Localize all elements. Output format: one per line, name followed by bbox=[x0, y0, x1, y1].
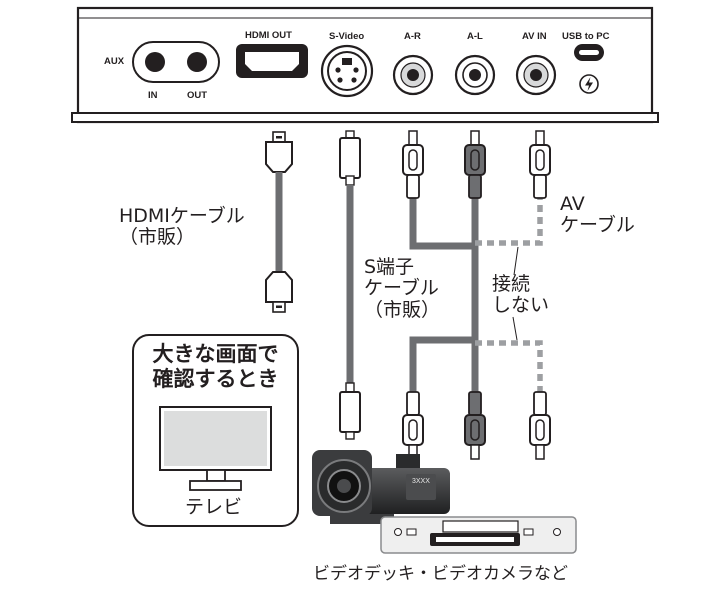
rca-plug-al-top bbox=[464, 130, 486, 199]
svideo-port bbox=[320, 44, 374, 98]
vcr-icon bbox=[380, 516, 577, 554]
video-camera-icon bbox=[312, 450, 450, 524]
rca-plug-avin-bottom bbox=[529, 391, 551, 460]
aux-out-label: OUT bbox=[187, 90, 208, 101]
tv-callout-title: 大きな画面で 確認するとき bbox=[152, 342, 279, 391]
tv-icon bbox=[159, 406, 272, 491]
usb-label: USB to PC bbox=[562, 31, 610, 42]
power-bolt-icon bbox=[579, 74, 599, 94]
svideo-cable bbox=[339, 130, 361, 440]
hdmi-cable-label: HDMIケーブル （市販） bbox=[119, 205, 245, 249]
sources-label: ビデオデッキ・ビデオカメラなど bbox=[313, 564, 568, 584]
av-cable bbox=[409, 198, 543, 392]
aux-port bbox=[132, 41, 220, 83]
tv-label: テレビ bbox=[185, 496, 243, 518]
rca-plug-al-bottom bbox=[464, 391, 486, 460]
rca-plug-avin-top bbox=[529, 130, 551, 199]
no-connect-label: 接続 しない bbox=[492, 273, 550, 317]
al-port bbox=[454, 54, 496, 96]
hdmi-out-label: HDMI OUT bbox=[245, 30, 292, 41]
rca-plug-ar-bottom bbox=[402, 391, 424, 460]
s-cable-label: S端子 ケーブル （市販） bbox=[364, 256, 441, 321]
avin-port bbox=[515, 54, 557, 96]
hdmi-out-port bbox=[236, 44, 308, 78]
hdmi-cable bbox=[265, 131, 293, 313]
svideo-label: S-Video bbox=[329, 31, 365, 42]
avin-label: AV IN bbox=[522, 31, 547, 42]
rca-plug-ar-top bbox=[402, 130, 424, 199]
al-label: A-L bbox=[467, 31, 483, 42]
av-cable-label: AV ケーブル bbox=[560, 193, 635, 237]
camera-badge: 3XXX bbox=[412, 478, 430, 485]
ar-label: A-R bbox=[404, 31, 421, 42]
ar-port bbox=[392, 54, 434, 96]
usb-port bbox=[574, 44, 604, 61]
aux-in-label: IN bbox=[148, 90, 158, 101]
aux-label: AUX bbox=[104, 56, 125, 67]
